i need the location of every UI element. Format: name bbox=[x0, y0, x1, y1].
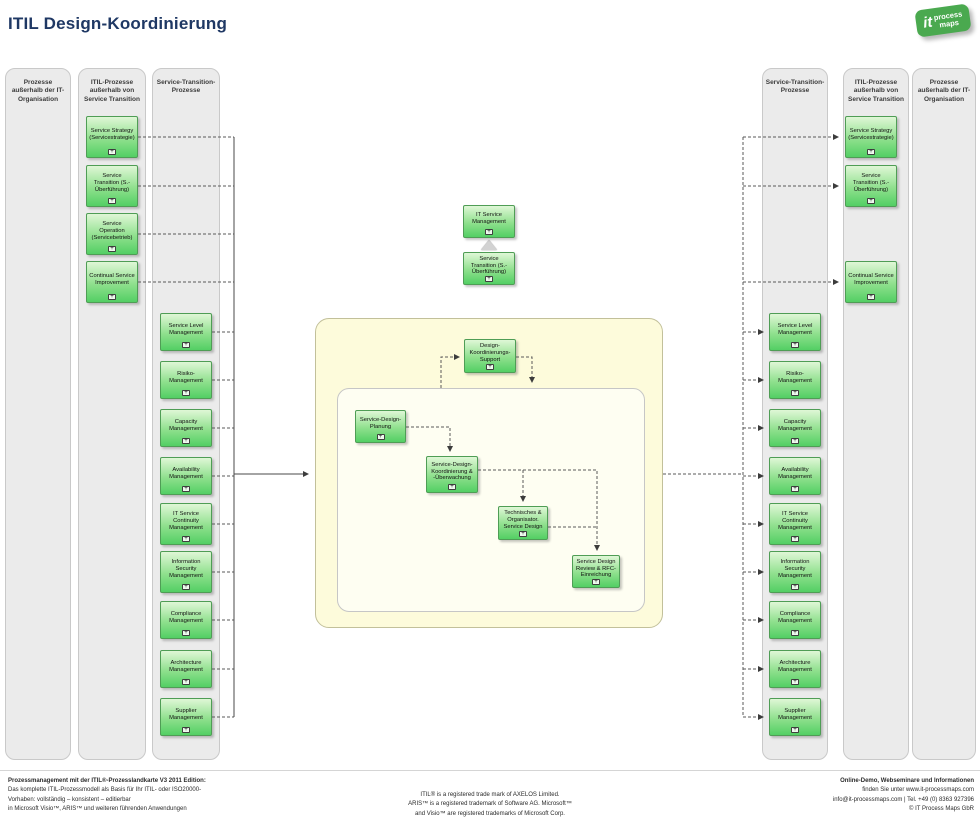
process-box-service-level-management[interactable]: Service Level Management + bbox=[160, 313, 212, 351]
expand-icon[interactable]: + bbox=[182, 438, 190, 444]
expand-icon[interactable]: + bbox=[485, 229, 493, 235]
expand-icon[interactable]: + bbox=[791, 486, 799, 492]
expand-icon[interactable]: + bbox=[791, 438, 799, 444]
footer-center-line: ITIL® is a registered trade mark of AXEL… bbox=[420, 792, 560, 798]
lane-header: ITIL-Prozesse außerhalb von Service Tran… bbox=[848, 79, 904, 103]
process-box-csi[interactable]: Continual Service Improvement + bbox=[86, 261, 138, 303]
process-box-information-security[interactable]: Information Security Management + bbox=[160, 551, 212, 593]
expand-icon[interactable]: + bbox=[448, 484, 456, 490]
process-box-supplier-management-right[interactable]: Supplier Management + bbox=[769, 698, 821, 736]
logo-maps-text: maps bbox=[938, 17, 960, 30]
footer-left-block: Prozessmanagement mit der ITIL®-Prozessl… bbox=[8, 777, 206, 814]
lane-header: Service-Transition-Prozesse bbox=[765, 79, 825, 95]
expand-icon[interactable]: + bbox=[519, 531, 527, 537]
lane-header: ITIL-Prozesse außerhalb von Service Tran… bbox=[84, 79, 140, 103]
lane-header: Prozesse außerhalb der IT-Organisation bbox=[11, 79, 65, 103]
footer-right-copyright: © IT Process Maps GbR bbox=[909, 805, 974, 812]
footer-right-block: Online-Demo, Webseminare und Information… bbox=[833, 777, 974, 814]
expand-icon[interactable]: + bbox=[108, 294, 116, 300]
lane-outside-left: Prozesse außerhalb der IT-Organisation bbox=[5, 68, 71, 760]
logo-it-text: it bbox=[922, 13, 934, 32]
footer-center-line: ARIS™ is a registered trademark of Softw… bbox=[408, 801, 572, 808]
process-box-availability-management-right[interactable]: Availability Management + bbox=[769, 457, 821, 495]
expand-icon[interactable]: + bbox=[791, 727, 799, 733]
process-box-service-strategy[interactable]: Service Strategy (Service­strategie) + bbox=[86, 116, 138, 158]
process-box-information-security-right[interactable]: Information Security Management + bbox=[769, 551, 821, 593]
expand-icon[interactable]: + bbox=[376, 434, 385, 440]
lane-outside-right: Prozesse außerhalb der IT-Organisation bbox=[912, 68, 976, 760]
expand-icon[interactable]: + bbox=[182, 342, 190, 348]
process-box-availability-management[interactable]: Availability Management + bbox=[160, 457, 212, 495]
expand-icon[interactable]: + bbox=[108, 149, 116, 155]
footer-left-line: Vorhaben: vollständig – konsistent – edi… bbox=[8, 796, 131, 803]
expand-icon[interactable]: + bbox=[108, 246, 116, 252]
process-box-itscm[interactable]: IT Service Continuity Management + bbox=[160, 503, 212, 545]
footer-left-line: Das komplette ITIL-Prozessmodell als Bas… bbox=[8, 787, 202, 794]
footer-divider bbox=[0, 770, 980, 771]
process-box-service-strategy-right[interactable]: Service Strategy (Service­strategie) + bbox=[845, 116, 897, 158]
lane-header: Prozesse außerhalb der IT-Organisation bbox=[917, 79, 971, 103]
expand-icon[interactable]: + bbox=[182, 727, 190, 733]
footer-left-title: Prozessmanagement mit der ITIL®-Prozessl… bbox=[8, 778, 206, 784]
process-box-design-koordinierungs-support[interactable]: Design-Koordinierungs-Support + bbox=[464, 339, 516, 373]
process-box-service-design-review[interactable]: Service Design Review & RFC-Einreichung … bbox=[572, 555, 620, 588]
process-box-technisches-service-design[interactable]: Technisches & Organisator. Service Desig… bbox=[498, 506, 548, 540]
process-box-risiko-management[interactable]: Risiko-Management + bbox=[160, 361, 212, 399]
expand-icon[interactable]: + bbox=[791, 584, 799, 590]
expand-icon[interactable]: + bbox=[592, 579, 600, 585]
lane-header: Service-Transition-Prozesse bbox=[156, 79, 216, 95]
process-box-service-design-koordinierung[interactable]: Service-Design-Koordinierung & -Überwach… bbox=[426, 456, 478, 493]
process-box-service-operation[interactable]: Service Operation (Servicebetrieb) + bbox=[86, 213, 138, 255]
process-box-service-transition-center[interactable]: Service Transition (S.-Überführung) + bbox=[463, 252, 515, 285]
process-box-compliance-management-right[interactable]: Compliance Management + bbox=[769, 601, 821, 639]
process-box-risiko-management-right[interactable]: Risiko-Management + bbox=[769, 361, 821, 399]
expand-icon[interactable]: + bbox=[485, 276, 493, 282]
expand-icon[interactable]: + bbox=[791, 342, 799, 348]
process-box-capacity-management-right[interactable]: Capacity Management + bbox=[769, 409, 821, 447]
process-box-capacity-management[interactable]: Capacity Management + bbox=[160, 409, 212, 447]
footer-center-block: ITIL® is a registered trade mark of AXEL… bbox=[0, 791, 980, 818]
process-box-service-level-management-right[interactable]: Service Level Management + bbox=[769, 313, 821, 351]
expand-icon[interactable]: + bbox=[867, 294, 875, 300]
process-box-compliance-management[interactable]: Compliance Management + bbox=[160, 601, 212, 639]
expand-icon[interactable]: + bbox=[182, 630, 190, 636]
expand-icon[interactable]: + bbox=[791, 679, 799, 685]
process-box-itscm-right[interactable]: IT Service Continuity Management + bbox=[769, 503, 821, 545]
expand-icon[interactable]: + bbox=[486, 364, 494, 370]
process-box-service-transition-right[interactable]: Service Transition (S.-Überführung) + bbox=[845, 165, 897, 207]
footer-right-title: Online-Demo, Webseminare und Information… bbox=[840, 778, 974, 784]
hierarchy-triangle-icon bbox=[481, 240, 497, 250]
expand-icon[interactable]: + bbox=[182, 390, 190, 396]
it-process-maps-logo: it process maps bbox=[914, 3, 972, 38]
process-box-supplier-management[interactable]: Supplier Management + bbox=[160, 698, 212, 736]
process-box-service-design-planung[interactable]: Service-Design-Planung + bbox=[355, 410, 406, 443]
page-title: ITIL Design-Koordinierung bbox=[8, 14, 228, 33]
footer-center-line: and Visio™ are registered trademarks of … bbox=[415, 810, 565, 817]
expand-icon[interactable]: + bbox=[791, 536, 799, 542]
footer-right-link[interactable]: finden Sie unter www.it-processmaps.com bbox=[862, 787, 974, 794]
expand-icon[interactable]: + bbox=[867, 198, 875, 204]
expand-icon[interactable]: + bbox=[791, 390, 799, 396]
footer-right-contact[interactable]: info@it-processmaps.com | Tel. +49 (0) 8… bbox=[832, 796, 974, 803]
footer-left-line: in Microsoft Visio™, ARIS™ und weiteren … bbox=[8, 805, 187, 812]
process-box-it-service-management[interactable]: IT Service Management + bbox=[463, 205, 515, 238]
expand-icon[interactable]: + bbox=[108, 198, 116, 204]
expand-icon[interactable]: + bbox=[867, 149, 875, 155]
process-box-architecture-management-right[interactable]: Architecture Management + bbox=[769, 650, 821, 688]
expand-icon[interactable]: + bbox=[791, 630, 799, 636]
expand-icon[interactable]: + bbox=[182, 536, 190, 542]
process-box-service-transition[interactable]: Service Transition (S.-Überführung) + bbox=[86, 165, 138, 207]
expand-icon[interactable]: + bbox=[182, 679, 190, 685]
process-box-csi-right[interactable]: Continual Service Improvement + bbox=[845, 261, 897, 303]
expand-icon[interactable]: + bbox=[182, 584, 190, 590]
expand-icon[interactable]: + bbox=[182, 486, 190, 492]
process-box-architecture-management[interactable]: Architecture Management + bbox=[160, 650, 212, 688]
